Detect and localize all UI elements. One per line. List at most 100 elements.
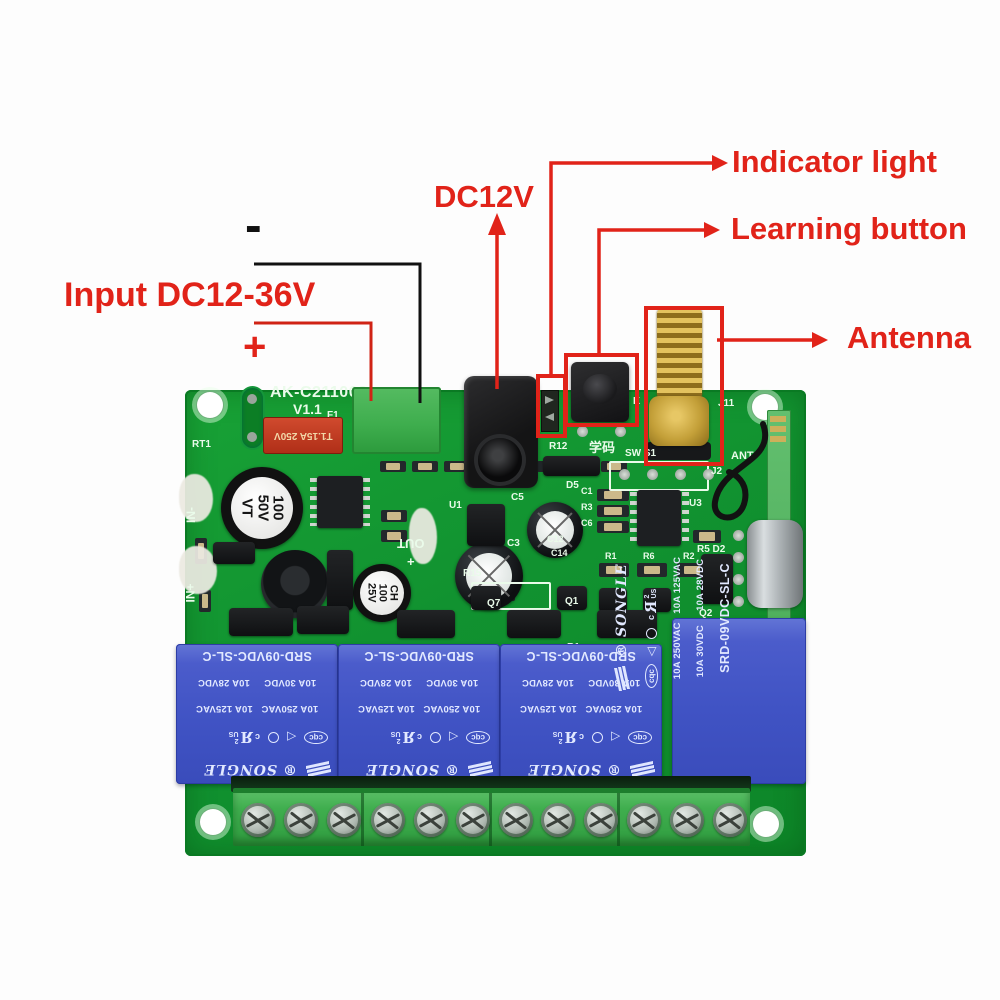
relay-model: SRD-09VDC-SL-C	[202, 649, 312, 663]
vde-mark-icon: ◁	[448, 730, 459, 745]
j11-silkscreen: J11	[718, 398, 735, 409]
terminal-screw	[241, 803, 275, 837]
c14-silkscreen: C14	[551, 548, 568, 558]
j2-pin	[675, 469, 686, 480]
learning-button-box	[564, 353, 639, 427]
relay-brand: SONGLE	[365, 761, 439, 777]
pcb-board: AK-C211008 V1.1 F1 RT1 T1.15A 250V K	[176, 308, 806, 856]
pad	[733, 552, 744, 563]
minus-label: -	[245, 197, 262, 253]
relay-brand: SONGLE	[527, 761, 601, 777]
mounting-hole-bottom-right	[753, 811, 779, 837]
cqc-mark-icon: cqc	[466, 731, 490, 744]
indicator-led	[541, 390, 559, 432]
r5-d2-silkscreen: R5 D2	[697, 544, 726, 555]
relay-brand: SONGLE	[203, 761, 277, 777]
antenna-base	[646, 442, 711, 460]
terminal-screw	[627, 803, 661, 837]
fuse: T1.15A 250V	[263, 417, 343, 454]
transistor-q7	[471, 586, 501, 610]
relay-rating-2: 10A 30VDC 10A 28VDC	[695, 558, 706, 678]
capacitor-c5	[527, 502, 583, 558]
songle-stripes-icon	[306, 761, 331, 777]
cqc-mark-icon: cqc	[304, 731, 328, 744]
learning-button-label: Learning button	[731, 211, 967, 246]
input-terminal	[352, 387, 441, 454]
c12-silkscreen: C12	[547, 534, 564, 544]
terminal-screw	[456, 803, 490, 837]
relay-rating-2: 10A 30VDC 10A 28VDC	[359, 677, 479, 689]
indicator-light-label: Indicator light	[732, 144, 937, 179]
antenna-label: Antenna	[847, 320, 971, 355]
component-row-block	[507, 610, 561, 638]
terminal-screw	[670, 803, 704, 837]
q2-silkscreen: Q2	[699, 608, 713, 619]
c1-silkscreen: C1	[581, 486, 593, 496]
transistor-q1	[557, 586, 587, 610]
rt1-silkscreen: RT1	[192, 439, 211, 450]
cert-dot-icon	[267, 732, 279, 743]
transistor	[643, 588, 671, 612]
out-plus-silkscreen: +	[407, 554, 415, 569]
antenna-box	[644, 306, 724, 466]
relay-rating-1: 10A 250VAC 10A 125VAC	[519, 703, 643, 714]
smd-diode	[213, 542, 255, 564]
vde-mark-icon: ◁	[286, 730, 297, 745]
pad	[733, 530, 744, 541]
fuse-text: T1.15A 250V	[273, 430, 333, 441]
r12-silkscreen: R12	[549, 441, 568, 452]
capacitor-ch-text: CH 100 25V	[365, 583, 400, 603]
j2-pin	[619, 469, 630, 480]
f1-silkscreen: F1	[327, 410, 339, 421]
regulator-u1	[467, 504, 505, 546]
q1-silkscreen: Q1	[565, 596, 579, 607]
songle-stripes-icon	[614, 666, 630, 691]
component-row-block	[597, 610, 657, 638]
transistor-q2	[701, 554, 733, 604]
songle-stripes-icon	[630, 761, 655, 777]
button-pin-right	[615, 426, 626, 437]
input-voltage-label: Input DC12-36V	[64, 276, 316, 314]
antenna-nut	[649, 396, 709, 446]
capacitor-ch-100-25v: CH 100 25V	[353, 564, 411, 622]
terminal-screw	[713, 803, 747, 837]
relay-reg: ®	[282, 761, 297, 777]
r15-silkscreen: R15	[463, 568, 482, 579]
j2-silkscreen: J2	[711, 466, 723, 477]
mounting-hole-bottom-left	[200, 809, 226, 835]
d5-silkscreen: D5	[566, 480, 579, 491]
relay-rating-1: 10A 250VAC 10A 125VAC	[672, 556, 683, 680]
indicator-led-box	[536, 374, 567, 438]
cert-dot-icon	[645, 627, 657, 639]
relay-reg: ®	[606, 761, 621, 777]
power-diode	[327, 550, 353, 610]
pad	[733, 596, 744, 607]
mounting-hole-top-left	[197, 392, 223, 418]
cqc-mark-icon: cqc	[628, 731, 652, 744]
dc-jack-opening	[478, 438, 522, 482]
dc12v-label: DC12V	[434, 179, 534, 214]
out-silkscreen: OUT	[397, 536, 425, 551]
terminal-screw	[371, 803, 405, 837]
u1-silkscreen: U1	[449, 500, 462, 511]
c6-silkscreen: C6	[581, 518, 593, 528]
relay-rating-2: 10A 30VDC 10A 28VDC	[197, 677, 317, 689]
wire-antenna-icon	[711, 421, 769, 521]
relay-reg: ®	[614, 642, 630, 657]
glue-blob	[179, 474, 213, 522]
board-version-silkscreen: V1.1	[293, 401, 322, 417]
button-dome	[583, 374, 617, 404]
relay-reg: ®	[444, 761, 459, 777]
terminal-screw	[284, 803, 318, 837]
glue-blob	[179, 546, 217, 594]
relay-rating-1: 10A 250VAC 10A 125VAC	[357, 703, 481, 714]
relay-model: SRD-09VDC-SL-C	[718, 563, 732, 673]
component-row-block	[297, 606, 349, 634]
u3-silkscreen: U3	[689, 498, 702, 509]
